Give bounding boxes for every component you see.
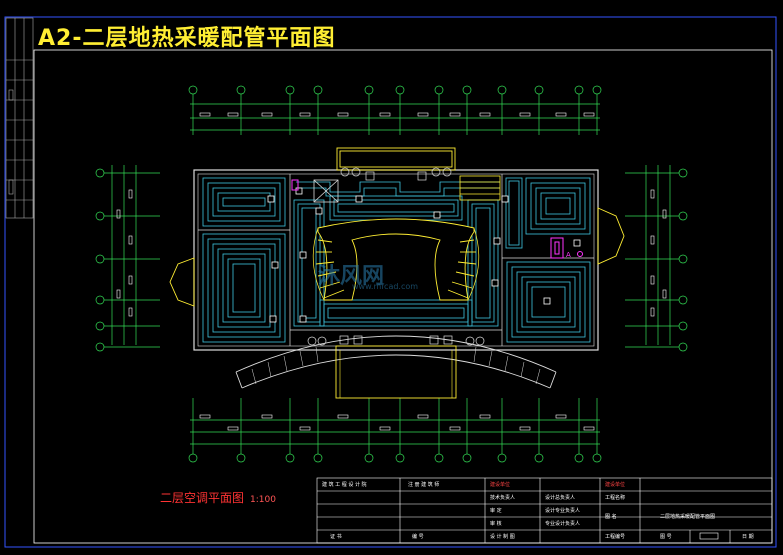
tb-project-number: 工程编号 bbox=[605, 534, 626, 540]
balcony-rail bbox=[251, 346, 541, 385]
tb-owner-b: 建设单位 bbox=[605, 482, 626, 488]
title-block bbox=[316, 477, 773, 544]
tb-drawing-name: 二层地热采暖配管平面图 bbox=[660, 514, 716, 520]
tb-design-institute: 建 筑 工 程 设 计 院 bbox=[322, 482, 367, 488]
svg-text:A: A bbox=[566, 251, 571, 259]
tb-drafting: 设 计 制 图 bbox=[490, 534, 515, 540]
equipment: A bbox=[291, 179, 583, 259]
fixtures bbox=[307, 167, 485, 346]
north-entrance bbox=[336, 147, 456, 171]
left-dimension bbox=[95, 165, 160, 352]
tb-review: 审 核 bbox=[490, 521, 502, 527]
top-dimension bbox=[188, 85, 602, 135]
tb-drawing-number: 图 号 bbox=[660, 534, 672, 540]
tb-date: 日 期 bbox=[742, 534, 754, 540]
central-stair bbox=[312, 218, 480, 301]
tb-number: 编 号 bbox=[412, 534, 424, 540]
drawing-title: A2-二层地热采暖配管平面图 bbox=[38, 26, 336, 51]
south-balcony bbox=[235, 335, 557, 399]
left-dim-labels bbox=[116, 189, 133, 317]
watermark-text: 沐风网 bbox=[318, 264, 385, 289]
watermark-url: www.mfcad.com bbox=[352, 282, 419, 291]
tb-project-name: 工程名称 bbox=[605, 495, 626, 501]
tb-drawing-name-label: 图 名 bbox=[605, 514, 617, 520]
tb-certificate: 证 书 bbox=[330, 534, 342, 540]
heating-coils bbox=[202, 177, 591, 343]
top-dim-labels bbox=[199, 112, 595, 117]
scale-label: 1:100 bbox=[250, 495, 276, 505]
elevator bbox=[313, 179, 339, 203]
straight-stair bbox=[459, 175, 501, 201]
side-bays bbox=[169, 207, 625, 307]
tb-owner-a: 建设单位 bbox=[490, 482, 511, 488]
right-dim-labels bbox=[650, 189, 667, 317]
building-walls bbox=[193, 169, 599, 351]
bottom-dimension bbox=[188, 398, 602, 463]
plan-subtitle: 二层空调平面图 1:100 bbox=[160, 489, 276, 506]
tb-design-lead: 设计总负责人 bbox=[545, 495, 576, 501]
right-dimension bbox=[625, 165, 688, 352]
tb-registered-architect: 注 册 建 筑 师 bbox=[408, 482, 440, 488]
tb-discipline-lead: 设计专业负责人 bbox=[545, 508, 581, 514]
tb-approve: 审 定 bbox=[490, 508, 502, 514]
tb-specialty-lead: 专业设计负责人 bbox=[545, 521, 581, 527]
revision-strip bbox=[5, 17, 34, 219]
tb-tech-lead: 技术负责人 bbox=[490, 495, 516, 501]
manifolds bbox=[267, 187, 581, 323]
subtitle-text: 二层空调平面图 bbox=[160, 491, 245, 505]
bottom-dim-labels bbox=[199, 414, 595, 431]
